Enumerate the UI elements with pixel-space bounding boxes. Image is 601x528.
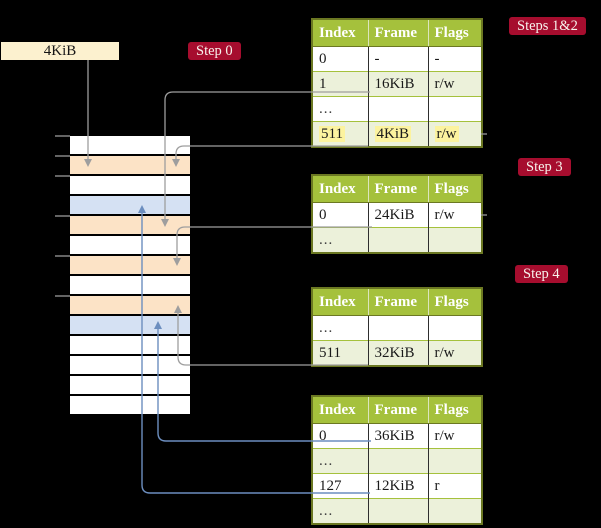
cell-flags: r/w [427, 423, 482, 449]
cell-frame [367, 315, 428, 341]
highlight-text: 4KiB [374, 125, 412, 142]
col-index: Index [312, 396, 368, 424]
cell-flags [427, 448, 482, 474]
page-table-1: Index Frame Flags 0 - - 1 16KiB r/w ... … [311, 18, 483, 148]
memory-frame-row [70, 376, 190, 394]
page-table-3: Index Frame Flags ... 511 32KiB r/w [311, 287, 483, 367]
highlight-text: r/w [434, 125, 459, 142]
cell-frame [367, 498, 428, 524]
col-index: Index [312, 19, 368, 47]
page-size-label: 4KiB [1, 42, 119, 60]
cell-frame: 36KiB [367, 423, 428, 449]
memory-frame-row [70, 276, 190, 294]
col-index: Index [312, 288, 368, 316]
col-flags: Flags [427, 19, 482, 47]
col-flags: Flags [427, 175, 482, 203]
memory-frame-row [70, 196, 190, 214]
col-flags: Flags [427, 288, 482, 316]
cell-flags [427, 315, 482, 341]
col-frame: Frame [367, 288, 428, 316]
cell-index: ... [312, 448, 368, 474]
col-frame: Frame [367, 175, 428, 203]
memory-frame-row [70, 356, 190, 374]
badge-step-0: Step 0 [188, 42, 241, 60]
page-table-4: Index Frame Flags 0 36KiB r/w ... 127 12… [311, 395, 483, 525]
table-row: ... [312, 498, 482, 524]
memory-frame-row [70, 236, 190, 254]
cell-frame: - [367, 46, 428, 72]
cell-frame: 24KiB [367, 202, 428, 228]
table-row: ... [312, 227, 482, 253]
physical-memory-stack [70, 136, 190, 416]
cell-flags [427, 227, 482, 253]
table-row: ... [312, 448, 482, 474]
badge-steps-1-2: Steps 1&2 [509, 17, 586, 35]
table-header-row: Index Frame Flags [312, 19, 482, 47]
page-table-2: Index Frame Flags 0 24KiB r/w ... [311, 174, 483, 254]
table-header-row: Index Frame Flags [312, 175, 482, 203]
col-frame: Frame [367, 396, 428, 424]
highlight-text: 511 [319, 125, 345, 142]
stack-tick-marks [55, 135, 70, 297]
badge-step-3: Step 3 [518, 158, 571, 176]
cell-frame [367, 96, 428, 122]
cell-index: 0 [312, 202, 368, 228]
memory-frame-row [70, 256, 190, 274]
memory-frame-row [70, 296, 190, 314]
cell-flags [427, 96, 482, 122]
cell-index: ... [312, 498, 368, 524]
col-flags: Flags [427, 396, 482, 424]
table-row: 0 24KiB r/w [312, 202, 482, 228]
cell-flags: r/w [427, 340, 482, 366]
memory-frame-row [70, 316, 190, 334]
cell-index: 1 [312, 71, 368, 97]
cell-frame: 32KiB [367, 340, 428, 366]
cell-frame [367, 227, 428, 253]
table-row: 127 12KiB r [312, 473, 482, 499]
table-row: 511 32KiB r/w [312, 340, 482, 366]
memory-frame-row [70, 216, 190, 234]
cell-flags: r/w [427, 121, 482, 147]
memory-frame-row [70, 156, 190, 174]
cell-flags: r/w [427, 71, 482, 97]
cell-flags: r/w [427, 202, 482, 228]
table-row: 0 36KiB r/w [312, 423, 482, 449]
cell-frame: 12KiB [367, 473, 428, 499]
cell-index: 127 [312, 473, 368, 499]
memory-frame-row [70, 176, 190, 194]
cell-index: 511 [312, 121, 368, 147]
table-row: ... [312, 96, 482, 122]
cell-index: ... [312, 227, 368, 253]
badge-step-4: Step 4 [515, 265, 568, 283]
cell-flags [427, 498, 482, 524]
cell-index: ... [312, 315, 368, 341]
memory-frame-row [70, 336, 190, 354]
cell-flags: - [427, 46, 482, 72]
memory-frame-row [70, 136, 190, 154]
table-header-row: Index Frame Flags [312, 396, 482, 424]
table-row: ... [312, 315, 482, 341]
cell-frame [367, 448, 428, 474]
col-index: Index [312, 175, 368, 203]
table-header-row: Index Frame Flags [312, 288, 482, 316]
table-row: 0 - - [312, 46, 482, 72]
memory-frame-row [70, 396, 190, 414]
cell-index: ... [312, 96, 368, 122]
cell-index: 511 [312, 340, 368, 366]
cell-flags: r [427, 473, 482, 499]
table-row: 1 16KiB r/w [312, 71, 482, 97]
cell-frame: 4KiB [367, 121, 428, 147]
col-frame: Frame [367, 19, 428, 47]
cell-index: 0 [312, 46, 368, 72]
table-row-highlighted: 511 4KiB r/w [312, 121, 482, 147]
cell-index: 0 [312, 423, 368, 449]
cell-frame: 16KiB [367, 71, 428, 97]
